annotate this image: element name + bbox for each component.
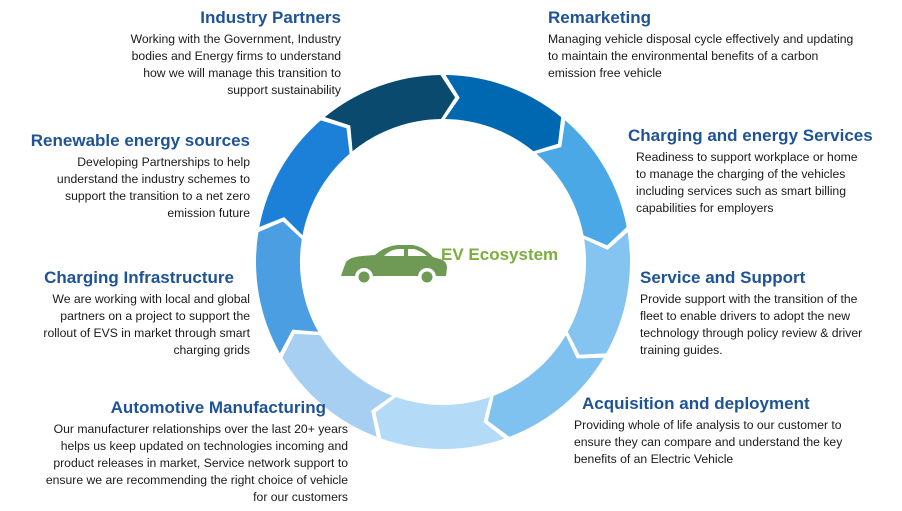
cycle-segment-5	[487, 335, 604, 437]
description-line: Developing Partnerships to help	[77, 155, 250, 169]
section-title: Industry Partners	[200, 8, 341, 27]
section-description: Readiness to support workplace or home t…	[636, 149, 900, 217]
car-hub-front	[358, 271, 370, 283]
description-line: emission future	[167, 206, 250, 220]
description-line: support sustainability	[227, 83, 341, 97]
center-label: EV Ecosystem	[441, 245, 559, 264]
car-hub-rear	[421, 271, 433, 283]
section-title: Remarketing	[548, 8, 651, 27]
description-line: emission free vehicle	[548, 66, 662, 80]
section-description: Provide support with the transition of t…	[640, 291, 898, 359]
car-icon	[341, 245, 447, 286]
section-industry-partners: Industry Partners Working with the Gover…	[95, 8, 341, 99]
section-service-support: Service and Support Provide support with…	[640, 268, 898, 359]
section-description: Our manufacturer relationships over the …	[8, 421, 348, 506]
cycle-segment-7	[282, 333, 393, 437]
section-renewable-energy: Renewable energy sources Developing Part…	[6, 131, 250, 222]
cycle-segment-4	[567, 232, 630, 355]
cycle-ring	[256, 75, 630, 450]
description-line: ensure we are recommending the right cho…	[45, 473, 348, 487]
car-window-front	[384, 249, 404, 256]
section-acquisition-deployment: Acquisition and deployment Providing who…	[574, 394, 892, 468]
description-line: Managing vehicle disposal cycle effectiv…	[548, 32, 854, 46]
section-title: Automotive Manufacturing	[110, 398, 326, 417]
description-line: Readiness to support workplace or home	[636, 150, 858, 164]
section-title: Acquisition and deployment	[582, 394, 810, 413]
section-charging-energy-services: Charging and energy Services Readiness t…	[628, 126, 900, 217]
cycle-segment-3	[536, 120, 627, 246]
description-line: rollout of EVS in market through smart	[43, 326, 250, 340]
section-remarketing: Remarketing Managing vehicle disposal cy…	[548, 8, 898, 82]
description-line: Providing whole of life analysis to our …	[574, 418, 842, 432]
description-line: how we will manage this transition to	[143, 66, 341, 80]
description-line: ensure they can compare and understand t…	[574, 435, 843, 449]
car-window-rear	[408, 249, 427, 256]
section-automotive-manufacturing: Automotive Manufacturing Our manufacture…	[8, 398, 348, 506]
section-description: We are working with local and global par…	[18, 291, 250, 359]
description-line: bodies and Energy firms to understand	[131, 49, 341, 63]
cycle-segment-6	[375, 397, 505, 450]
description-line: helps us keep updated on technologies in…	[60, 439, 348, 453]
description-line: charging grids	[173, 343, 250, 357]
cycle-segment-1	[324, 75, 456, 152]
section-description: Managing vehicle disposal cycle effectiv…	[548, 31, 898, 82]
description-line: partners on a project to support the	[60, 309, 250, 323]
description-line: We are working with local and global	[52, 292, 250, 306]
section-title: Renewable energy sources	[30, 131, 250, 150]
description-line: to maintain the environmental benefits o…	[548, 49, 819, 63]
description-line: understand the industry schemes to	[56, 172, 250, 186]
description-line: Our manufacturer relationships over the …	[53, 422, 348, 436]
description-line: training guides.	[640, 343, 723, 357]
description-line: product releases in market, Service netw…	[53, 456, 348, 470]
description-line: capabilities for employers	[636, 201, 774, 215]
section-title: Charging and energy Services	[628, 126, 873, 145]
description-line: for our customers	[253, 490, 348, 504]
cycle-segment-2	[445, 75, 562, 152]
section-charging-infrastructure: Charging Infrastructure We are working w…	[18, 268, 250, 359]
section-description: Developing Partnerships to help understa…	[6, 154, 250, 222]
description-line: fleet to enable drivers to adopt the new	[640, 309, 851, 323]
description-line: support the transition to a net zero	[65, 189, 250, 203]
description-line: benefits of an Electric Vehicle	[574, 452, 734, 466]
cycle-segment-8	[256, 221, 319, 354]
description-line: Provide support with the transition of t…	[640, 292, 858, 306]
section-description: Providing whole of life analysis to our …	[574, 417, 892, 468]
description-line: including services such as smart billing	[636, 184, 846, 198]
section-title: Service and Support	[640, 268, 806, 287]
cycle-segment-9	[259, 120, 350, 236]
description-line: to manage the charging of the vehicles	[636, 167, 846, 181]
section-description: Working with the Government, Industry bo…	[95, 31, 341, 99]
description-line: technology through policy review & drive…	[640, 326, 863, 340]
section-title: Charging Infrastructure	[44, 268, 234, 287]
description-line: Working with the Government, Industry	[130, 32, 341, 46]
